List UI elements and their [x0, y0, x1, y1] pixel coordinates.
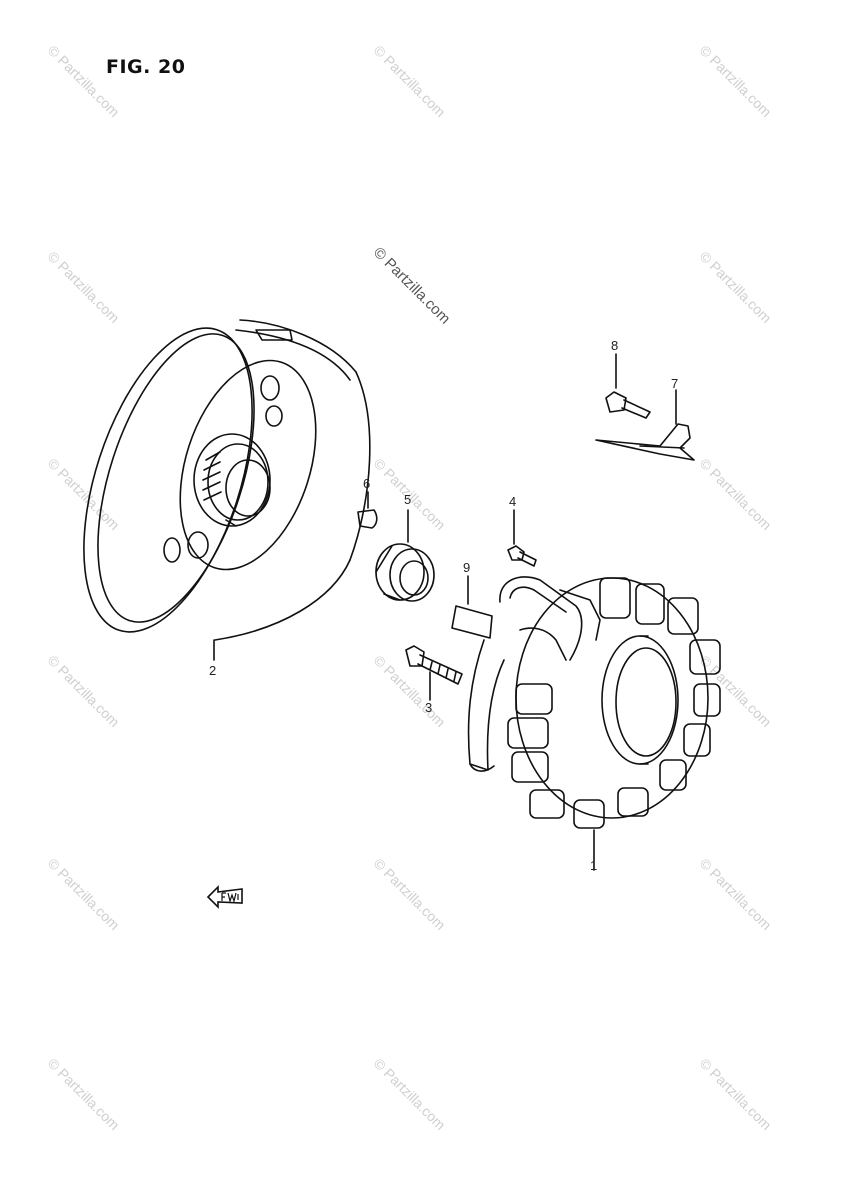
fwd-arrow-icon — [206, 885, 243, 909]
callout-6: 6 — [363, 476, 371, 491]
flywheel-rotor-part — [83, 319, 371, 641]
callout-5: 5 — [404, 492, 412, 507]
bolt-part — [405, 645, 463, 685]
figure-title: FIG. 20 — [106, 56, 186, 78]
callout-9: 9 — [463, 560, 471, 575]
bushing-part — [375, 543, 435, 602]
callout-3: 3 — [425, 700, 433, 715]
stator-coil-part — [467, 576, 721, 829]
callout-2: 2 — [209, 663, 217, 678]
clamp-part — [595, 423, 695, 461]
callout-7: 7 — [671, 376, 679, 391]
callout-4: 4 — [509, 494, 517, 509]
small-bolt-part — [605, 391, 651, 419]
key-part — [357, 509, 378, 529]
callout-8: 8 — [611, 338, 619, 353]
callout-1: 1 — [590, 858, 598, 873]
label-plate-part — [451, 605, 493, 639]
screw-part — [507, 545, 537, 567]
